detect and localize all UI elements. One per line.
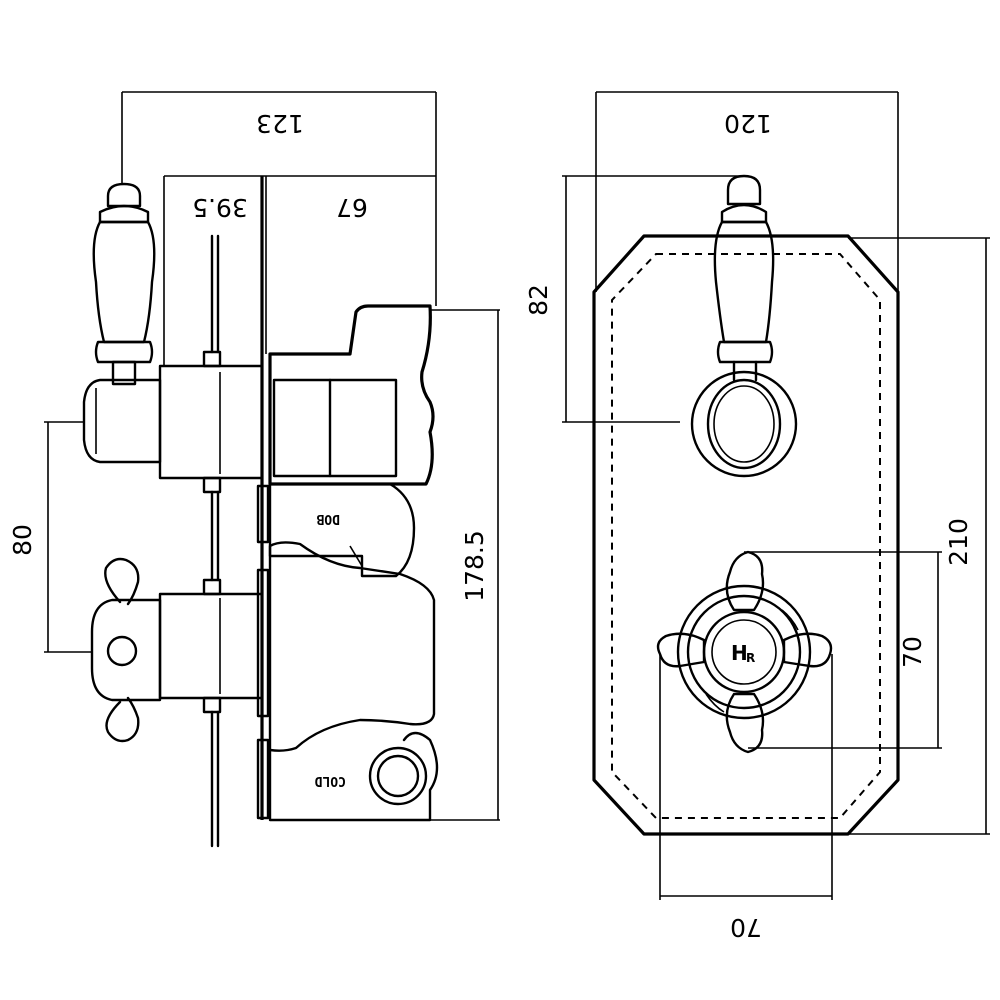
side-valve-body [268, 304, 439, 822]
dim-plate-width: 120 [724, 109, 772, 138]
side-view: DOB COLD 123 39.5 67 80 178.5 [8, 91, 500, 848]
side-lever-handle [92, 182, 156, 386]
front-view: H R 120 82 210 70 70 [524, 91, 990, 942]
cold-inlet-label: COLD [315, 773, 346, 788]
dim-body-height: 178.5 [460, 530, 489, 602]
dim-control-width: 70 [730, 913, 762, 942]
front-cover-plate [592, 234, 900, 836]
dim-lever-height: 82 [524, 284, 553, 316]
side-top-valve [82, 350, 264, 494]
front-dimension-lines [562, 91, 990, 900]
dim-control-height: 70 [898, 636, 927, 668]
dim-plate-height: 210 [944, 518, 973, 566]
control-cold-label: R [746, 651, 755, 665]
side-cross-handle [90, 557, 264, 743]
outlet-label: DOB [316, 511, 340, 526]
side-spindle-rod [210, 234, 220, 848]
dim-handle-spacing: 80 [8, 524, 37, 556]
side-wall-plate [256, 176, 270, 820]
control-hot-label: H [731, 641, 748, 665]
dim-total-width: 123 [256, 109, 304, 138]
front-plate-inner-outline [611, 253, 881, 819]
front-lever-handle [690, 174, 798, 478]
dim-valve-depth: 39.5 [192, 193, 248, 222]
dim-body-depth: 67 [336, 193, 368, 222]
side-dimension-lines [44, 91, 500, 821]
